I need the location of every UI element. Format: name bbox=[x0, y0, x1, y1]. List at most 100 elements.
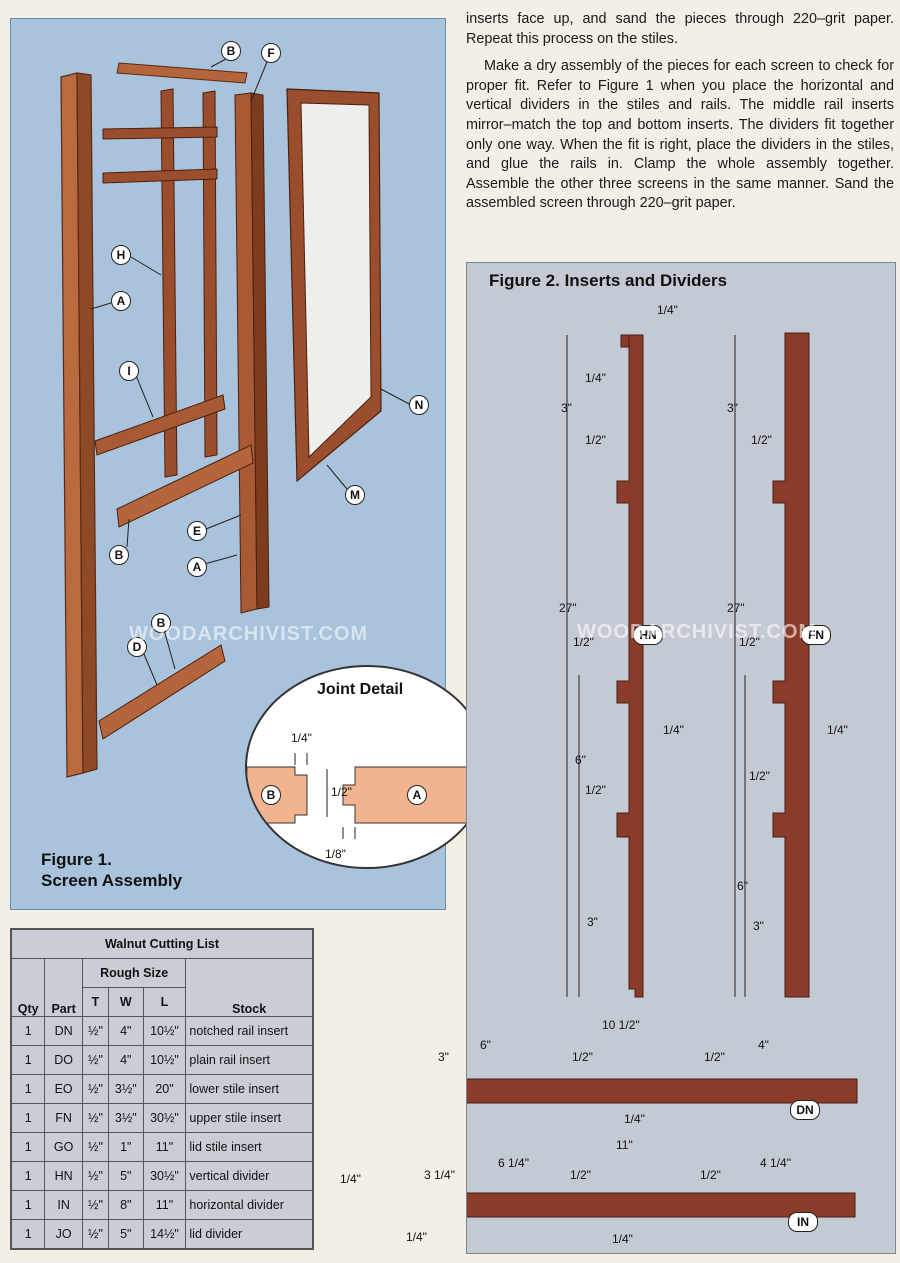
joint-detail-drawing bbox=[247, 753, 470, 839]
fn-dim-8: 3" bbox=[753, 919, 764, 933]
table-cell: HN bbox=[44, 1161, 83, 1191]
table-cell: 1 bbox=[10, 1132, 46, 1162]
table-cell: lid stile insert bbox=[185, 1132, 313, 1162]
col-qty: Qty bbox=[10, 958, 46, 1017]
figure-2-title: Figure 2. Inserts and Dividers bbox=[489, 271, 728, 290]
hn-dim-7: 1/4" bbox=[663, 723, 684, 737]
table-cell: FN bbox=[44, 1103, 83, 1133]
callout-n: N bbox=[409, 395, 429, 415]
joint-detail: Joint Detail 1/4" 1/2" 1/8" B A bbox=[245, 665, 489, 869]
fn-dim-7: 6" bbox=[737, 879, 748, 893]
table-cell: 1 bbox=[10, 1103, 46, 1133]
fn-dim-5: 1/4" bbox=[827, 723, 848, 737]
fn-dim-1: 3" bbox=[727, 401, 738, 415]
table-cell: ½" bbox=[81, 1103, 110, 1133]
table-cell: 4" bbox=[108, 1016, 144, 1046]
callout-h: H bbox=[111, 245, 131, 265]
col-l: L bbox=[142, 987, 187, 1017]
callout-a-right: A bbox=[187, 557, 207, 577]
callout-b-middle: B bbox=[109, 545, 129, 565]
table-cell: ½" bbox=[81, 1161, 110, 1191]
table-cell: ½" bbox=[81, 1132, 110, 1162]
table-cell: DN bbox=[44, 1016, 83, 1046]
joint-label-a: A bbox=[407, 785, 427, 805]
table-cell: 1 bbox=[10, 1016, 46, 1046]
in-dim-3: 3 1/4" bbox=[424, 1168, 455, 1182]
figure-1-panel: B F H A I N M E B A B D WOODARCHIVIST.CO… bbox=[10, 18, 446, 910]
hn-dim-9: 1/2" bbox=[585, 783, 606, 797]
joint-label-b: B bbox=[261, 785, 281, 805]
table-cell: horizontal divider bbox=[185, 1190, 313, 1220]
dn-dim-6: 1/2" bbox=[704, 1050, 725, 1064]
in-dim-8: 1/4" bbox=[406, 1230, 427, 1244]
dn-dim-4: 3" bbox=[438, 1050, 449, 1064]
dn-dim-1: 10 1/2" bbox=[602, 1018, 640, 1032]
callout-e: E bbox=[187, 521, 207, 541]
in-dim-7: 1/4" bbox=[340, 1172, 361, 1186]
callout-d: D bbox=[127, 637, 147, 657]
hn-dim-2: 1/4" bbox=[585, 371, 606, 385]
table-cell: 11" bbox=[142, 1132, 187, 1162]
callout-a-left: A bbox=[111, 291, 131, 311]
callout-b-top: B bbox=[221, 41, 241, 61]
screen-assembly-drawing bbox=[60, 52, 412, 778]
hn-dim-10: 3" bbox=[587, 915, 598, 929]
paragraph-1: inserts face up, and sand the pieces thr… bbox=[466, 11, 894, 47]
table-cell: 3½" bbox=[108, 1074, 144, 1104]
in-dim-5: 1/2" bbox=[700, 1168, 721, 1182]
cutting-list: Walnut Cutting List Qty Part Rough Size … bbox=[10, 928, 314, 1250]
paragraph-2: Make a dry assembly of the pieces for ea… bbox=[466, 58, 894, 212]
table-cell: GO bbox=[44, 1132, 83, 1162]
table-cell: 5" bbox=[108, 1219, 144, 1249]
table-cell: 11" bbox=[142, 1190, 187, 1220]
table-cell: upper stile insert bbox=[185, 1103, 313, 1133]
table-cell: 30½" bbox=[142, 1161, 187, 1191]
hn-dim-8: 6" bbox=[575, 753, 586, 767]
table-cell: ½" bbox=[81, 1045, 110, 1075]
table-cell: ½" bbox=[81, 1016, 110, 1046]
table-cell: ½" bbox=[81, 1190, 110, 1220]
hn-dim-6: 1/2" bbox=[573, 635, 594, 649]
table-cell: 1 bbox=[10, 1074, 46, 1104]
dn-dim-7: 1/4" bbox=[624, 1112, 645, 1126]
joint-dim-half: 1/2" bbox=[331, 785, 352, 799]
col-t: T bbox=[81, 987, 110, 1017]
table-cell: 10½" bbox=[142, 1045, 187, 1075]
in-dim-9: 1/4" bbox=[612, 1232, 633, 1246]
joint-dim-eighth: 1/8" bbox=[325, 847, 346, 861]
table-cell: lower stile insert bbox=[185, 1074, 313, 1104]
fn-dim-3: 27" bbox=[727, 601, 745, 615]
label-hn: HN bbox=[633, 625, 663, 645]
in-dim-4: 1/2" bbox=[570, 1168, 591, 1182]
table-cell: JO bbox=[44, 1219, 83, 1249]
watermark-left: WOODARCHIVIST.COM bbox=[129, 623, 369, 645]
cutting-list-title: Walnut Cutting List bbox=[11, 929, 313, 959]
label-fn: FN bbox=[801, 625, 831, 645]
hn-dim-1: 1/4" bbox=[657, 303, 678, 317]
col-rough-size: Rough Size bbox=[81, 958, 187, 988]
table-cell: DO bbox=[44, 1045, 83, 1075]
rail-dimensions: 10 1/2" 6" 4" 3" 1/2" 1/2" 1/4" DN 11" 6… bbox=[340, 1016, 860, 1256]
table-cell: lid divider bbox=[185, 1219, 313, 1249]
table-cell: 8" bbox=[108, 1190, 144, 1220]
in-dim-2: 6 1/4" bbox=[498, 1156, 529, 1170]
hn-dim-4: 1/2" bbox=[585, 433, 606, 447]
dn-dim-2: 6" bbox=[480, 1038, 491, 1052]
table-cell: IN bbox=[44, 1190, 83, 1220]
figure-2-panel: Figure 2. Inserts and Dividers 1/4" 1/4"… bbox=[466, 262, 896, 1254]
joint-dim-quarter: 1/4" bbox=[291, 731, 312, 745]
fn-dim-2: 1/2" bbox=[751, 433, 772, 447]
hn-dim-3: 3" bbox=[561, 401, 572, 415]
cutting-list-table: Walnut Cutting List Qty Part Rough Size … bbox=[10, 929, 313, 1249]
table-cell: 4" bbox=[108, 1045, 144, 1075]
callout-b-bottom: B bbox=[151, 613, 171, 633]
table-cell: 14½" bbox=[142, 1219, 187, 1249]
table-cell: vertical divider bbox=[185, 1161, 313, 1191]
table-cell: 1" bbox=[108, 1132, 144, 1162]
